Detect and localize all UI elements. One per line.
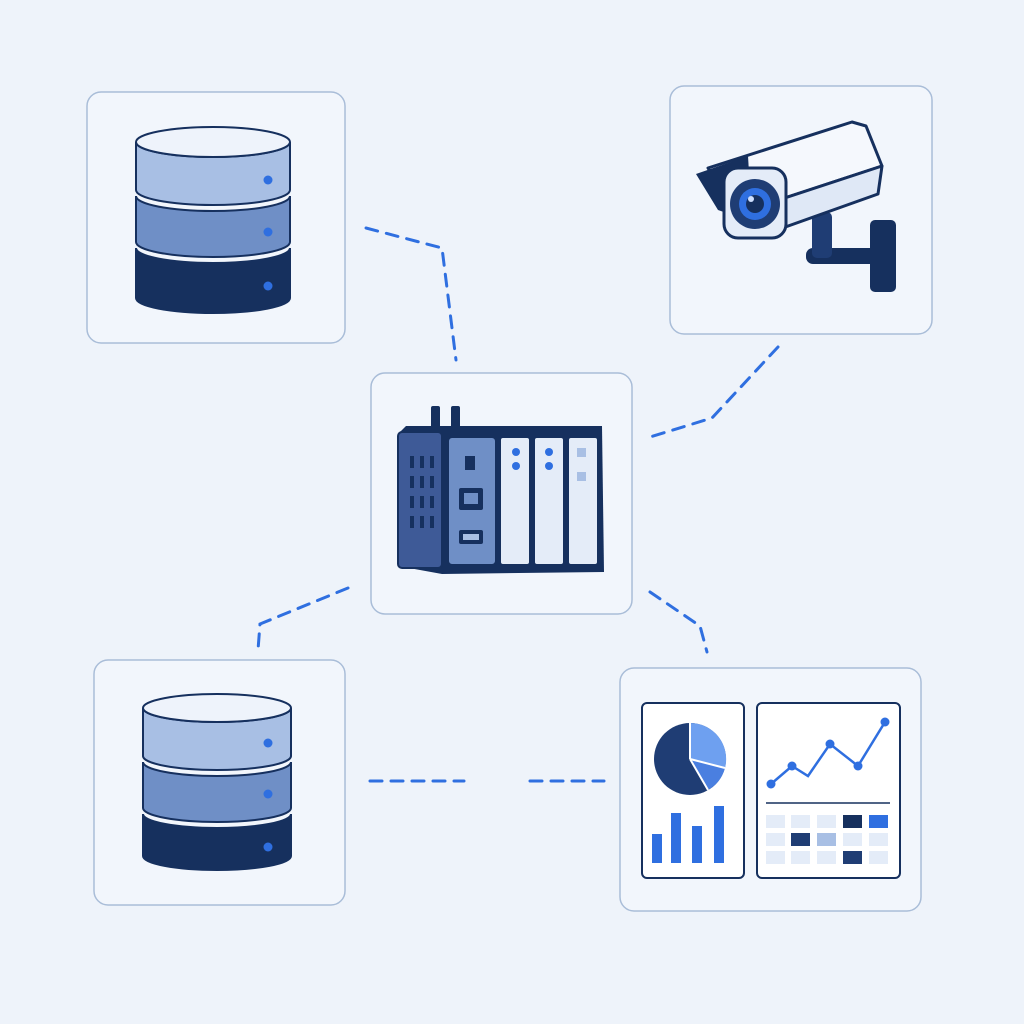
bar-chart-icon: [652, 806, 724, 863]
node-security-camera[interactable]: [669, 85, 933, 335]
plc-controller-icon: [397, 406, 604, 574]
pie-chart-icon: [654, 722, 727, 795]
line-chart-icon: [766, 717, 890, 804]
connector-db-top-to-controller: [364, 226, 458, 362]
connector-camera-to-controller: [648, 345, 780, 439]
connector-controller-to-db-bottom: [256, 586, 350, 652]
security-camera-icon: [696, 120, 896, 292]
heatmap-grid-icon: [766, 815, 888, 864]
connector-controller-to-dashboard: [648, 590, 709, 654]
node-database-bottom-left[interactable]: [93, 659, 346, 906]
database-icon: [135, 126, 291, 314]
node-database-top-left[interactable]: [86, 91, 346, 344]
dashboard-icon: [641, 702, 901, 879]
database-icon: [142, 693, 292, 871]
node-industrial-controller[interactable]: [370, 372, 633, 615]
connectors: [256, 226, 780, 783]
node-analytics-dashboard[interactable]: [619, 667, 922, 912]
